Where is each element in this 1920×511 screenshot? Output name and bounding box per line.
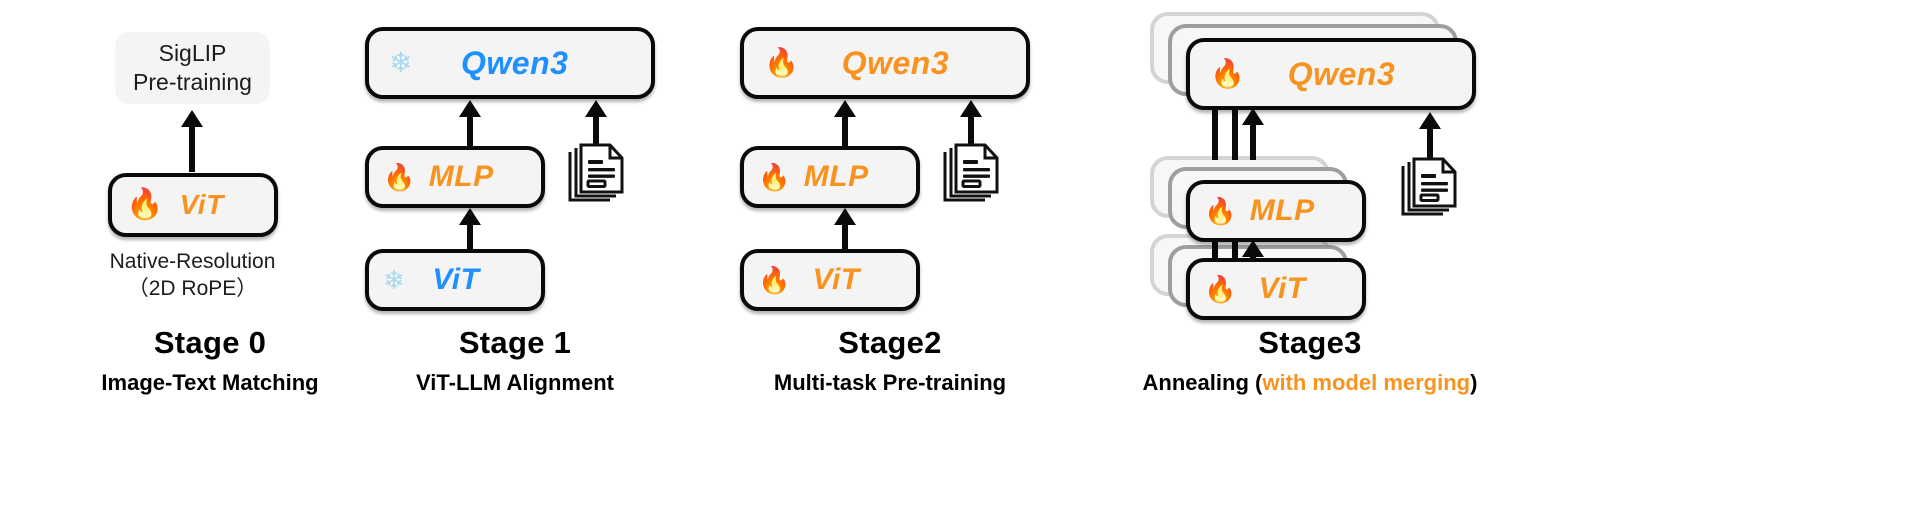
arrow-mlp-to-qwen3	[833, 100, 857, 146]
module-box-mlp-stage2[interactable]: 🔥 MLP	[740, 146, 920, 208]
module-box-qwen3-stage2[interactable]: 🔥 Qwen3	[740, 27, 1030, 99]
fire-icon: 🔥	[1204, 274, 1237, 304]
module-label: MLP	[803, 160, 869, 193]
siglip-line-2: Pre-training	[133, 69, 252, 95]
document-stack-icon	[941, 143, 1003, 205]
stage-2-column: 🔥 Qwen3 🔥 MLP 🔥 ViT	[725, 0, 1055, 511]
stage-title: Stage 0	[153, 325, 267, 360]
stage-subtitle: Image-Text Matching	[101, 370, 319, 395]
stage-title: Stage2	[838, 325, 942, 360]
merge-bar-mid-mlp-qwen3	[1232, 108, 1238, 160]
arrow-document-to-qwen3	[584, 100, 608, 146]
module-label: MLP	[428, 160, 494, 193]
arrow-vit-to-siglip	[180, 110, 204, 172]
stage-3-column: 🔥 Qwen3 🔥 MLP	[1100, 0, 1520, 511]
module-label: MLP	[1249, 194, 1315, 227]
module-label: ViT	[1258, 272, 1306, 305]
module-box-vit-stage0[interactable]: 🔥 ViT	[108, 173, 278, 237]
stage-subtitle: Annealing (with model merging)	[1100, 370, 1520, 396]
arrow-head	[1242, 240, 1264, 257]
document-stack-icon	[1399, 157, 1461, 219]
vit-subcaption: Native-Resolution （2D RoPE）	[70, 248, 315, 303]
arrow-shaft	[1250, 122, 1256, 160]
arrow-vit-to-mlp	[833, 208, 857, 254]
arrow-vit-to-mlp	[458, 208, 482, 254]
stage-subtitle-prefix: Annealing (	[1142, 370, 1263, 395]
module-box-mlp-stage1[interactable]: 🔥 MLP	[365, 146, 545, 208]
arrow-head	[1242, 108, 1264, 125]
stage-subtitle: ViT-LLM Alignment	[416, 370, 614, 395]
stage-0-caption: Stage 0 Image-Text Matching	[60, 325, 360, 396]
arrow-head	[181, 110, 203, 127]
module-box-vit-stage1[interactable]: ❄ ViT	[365, 249, 545, 311]
stage-subtitle-suffix: )	[1470, 370, 1478, 395]
module-label: Qwen3	[1287, 55, 1396, 92]
snowflake-icon: ❄	[389, 47, 413, 78]
arrow-shaft	[593, 112, 599, 146]
arrow-shaft	[1427, 124, 1433, 160]
module-box-vit-stage2[interactable]: 🔥 ViT	[740, 249, 920, 311]
fire-icon: 🔥	[1210, 58, 1245, 89]
arrow-head	[960, 100, 982, 117]
stage-1-column: ❄ Qwen3 🔥 MLP ❄ ViT	[350, 0, 680, 511]
stage-title: Stage3	[1258, 325, 1362, 360]
vit-subcaption-line-1: Native-Resolution	[109, 250, 276, 273]
arrow-head	[834, 208, 856, 225]
arrow-mlp-to-qwen3	[1241, 108, 1265, 160]
stage-subtitle-highlight: with model merging	[1262, 370, 1471, 395]
arrow-head	[459, 100, 481, 117]
siglip-line-1: SigLIP	[158, 40, 227, 67]
module-box-vit-stage3[interactable]: 🔥 ViT	[1186, 258, 1366, 320]
snowflake-icon: ❄	[383, 265, 405, 295]
stage-2-caption: Stage2 Multi-task Pre-training	[725, 325, 1055, 396]
fire-icon: 🔥	[758, 162, 791, 192]
stage-title: Stage 1	[458, 325, 572, 360]
module-label: ViT	[179, 189, 224, 220]
module-label: ViT	[812, 263, 860, 296]
arrow-shaft	[968, 112, 974, 146]
stage-subtitle: Multi-task Pre-training	[773, 370, 1007, 395]
merge-bar-left-mlp-qwen3	[1212, 108, 1218, 160]
module-label: ViT	[432, 263, 480, 296]
arrow-document-to-qwen3	[1418, 112, 1442, 160]
arrow-mlp-to-qwen3	[458, 100, 482, 146]
arrow-shaft	[842, 112, 848, 146]
arrow-shaft	[189, 120, 195, 172]
stage-1-caption: Stage 1 ViT-LLM Alignment	[350, 325, 680, 396]
fire-icon: 🔥	[126, 188, 164, 221]
arrow-document-to-qwen3	[959, 100, 983, 146]
siglip-pretraining-pill: SigLIP Pre-training	[115, 32, 270, 104]
arrow-shaft	[842, 220, 848, 254]
document-stack-icon	[566, 143, 628, 205]
module-box-qwen3-stage3[interactable]: 🔥 Qwen3	[1186, 38, 1476, 110]
stage-0-column: SigLIP Pre-training 🔥 ViT Native-Resolut…	[60, 0, 360, 511]
module-box-qwen3-stage1[interactable]: ❄ Qwen3	[365, 27, 655, 99]
fire-icon: 🔥	[1204, 196, 1237, 226]
fire-icon: 🔥	[764, 47, 799, 78]
module-label: Qwen3	[841, 44, 950, 81]
arrow-shaft	[467, 112, 473, 146]
arrow-head	[834, 100, 856, 117]
vit-subcaption-line-2: （2D RoPE）	[127, 277, 258, 301]
arrow-head	[1419, 112, 1441, 129]
module-box-mlp-stage3[interactable]: 🔥 MLP	[1186, 180, 1366, 242]
arrow-shaft	[467, 220, 473, 254]
arrow-head	[585, 100, 607, 117]
fire-icon: 🔥	[758, 265, 791, 295]
stage-3-caption: Stage3 Annealing (with model merging)	[1100, 325, 1520, 396]
fire-icon: 🔥	[383, 162, 416, 192]
module-label: Qwen3	[461, 44, 569, 81]
arrow-head	[459, 208, 481, 225]
